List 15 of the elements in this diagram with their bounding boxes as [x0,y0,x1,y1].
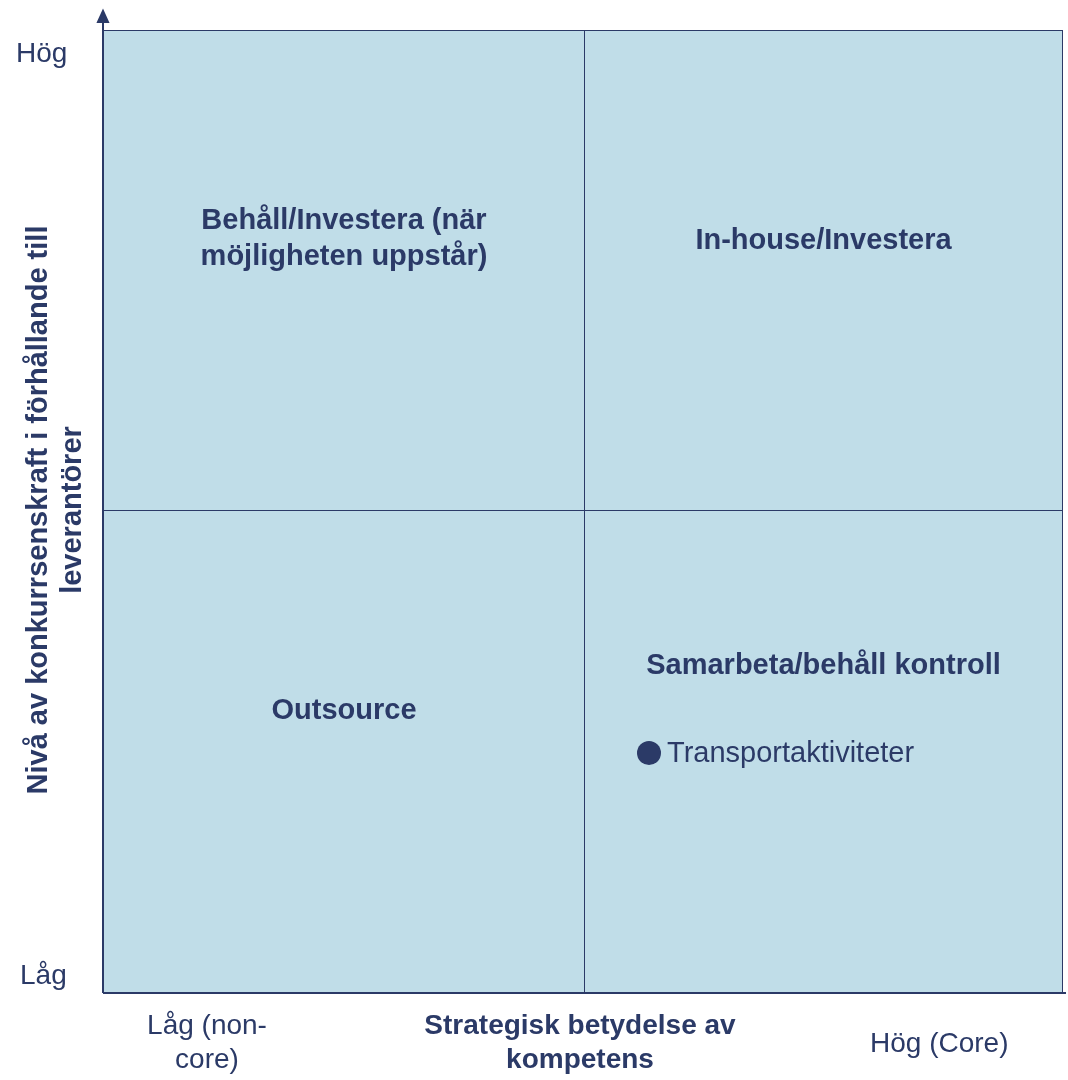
quadrant-panel [103,510,585,994]
data-point-label: Transportaktiviteter [667,736,915,769]
quadrant-title: Samarbeta/behåll kontroll [646,647,1001,682]
axis-tick-label: Hög (Core) [870,1026,1009,1060]
quadrant-title: Outsource [271,692,417,727]
quadrant-panel [584,510,1063,994]
quadrant-title: In-house/Investera [695,222,952,257]
axis-tick-label: Hög [16,36,68,70]
axis-title: Nivå av konkurrsenskraft i förhållande till leverantörer [20,224,88,797]
axis-title: Strategisk betydelse av kompetens [423,1008,737,1076]
quadrant-panel [103,30,585,511]
axis-tick-label: Låg (non-core) [146,1008,268,1076]
quadrant-title: Behåll/Investera (när möjligheten uppstår) [199,202,489,273]
axis-tick-label: Låg [20,958,67,992]
quadrant-panel [584,30,1063,511]
